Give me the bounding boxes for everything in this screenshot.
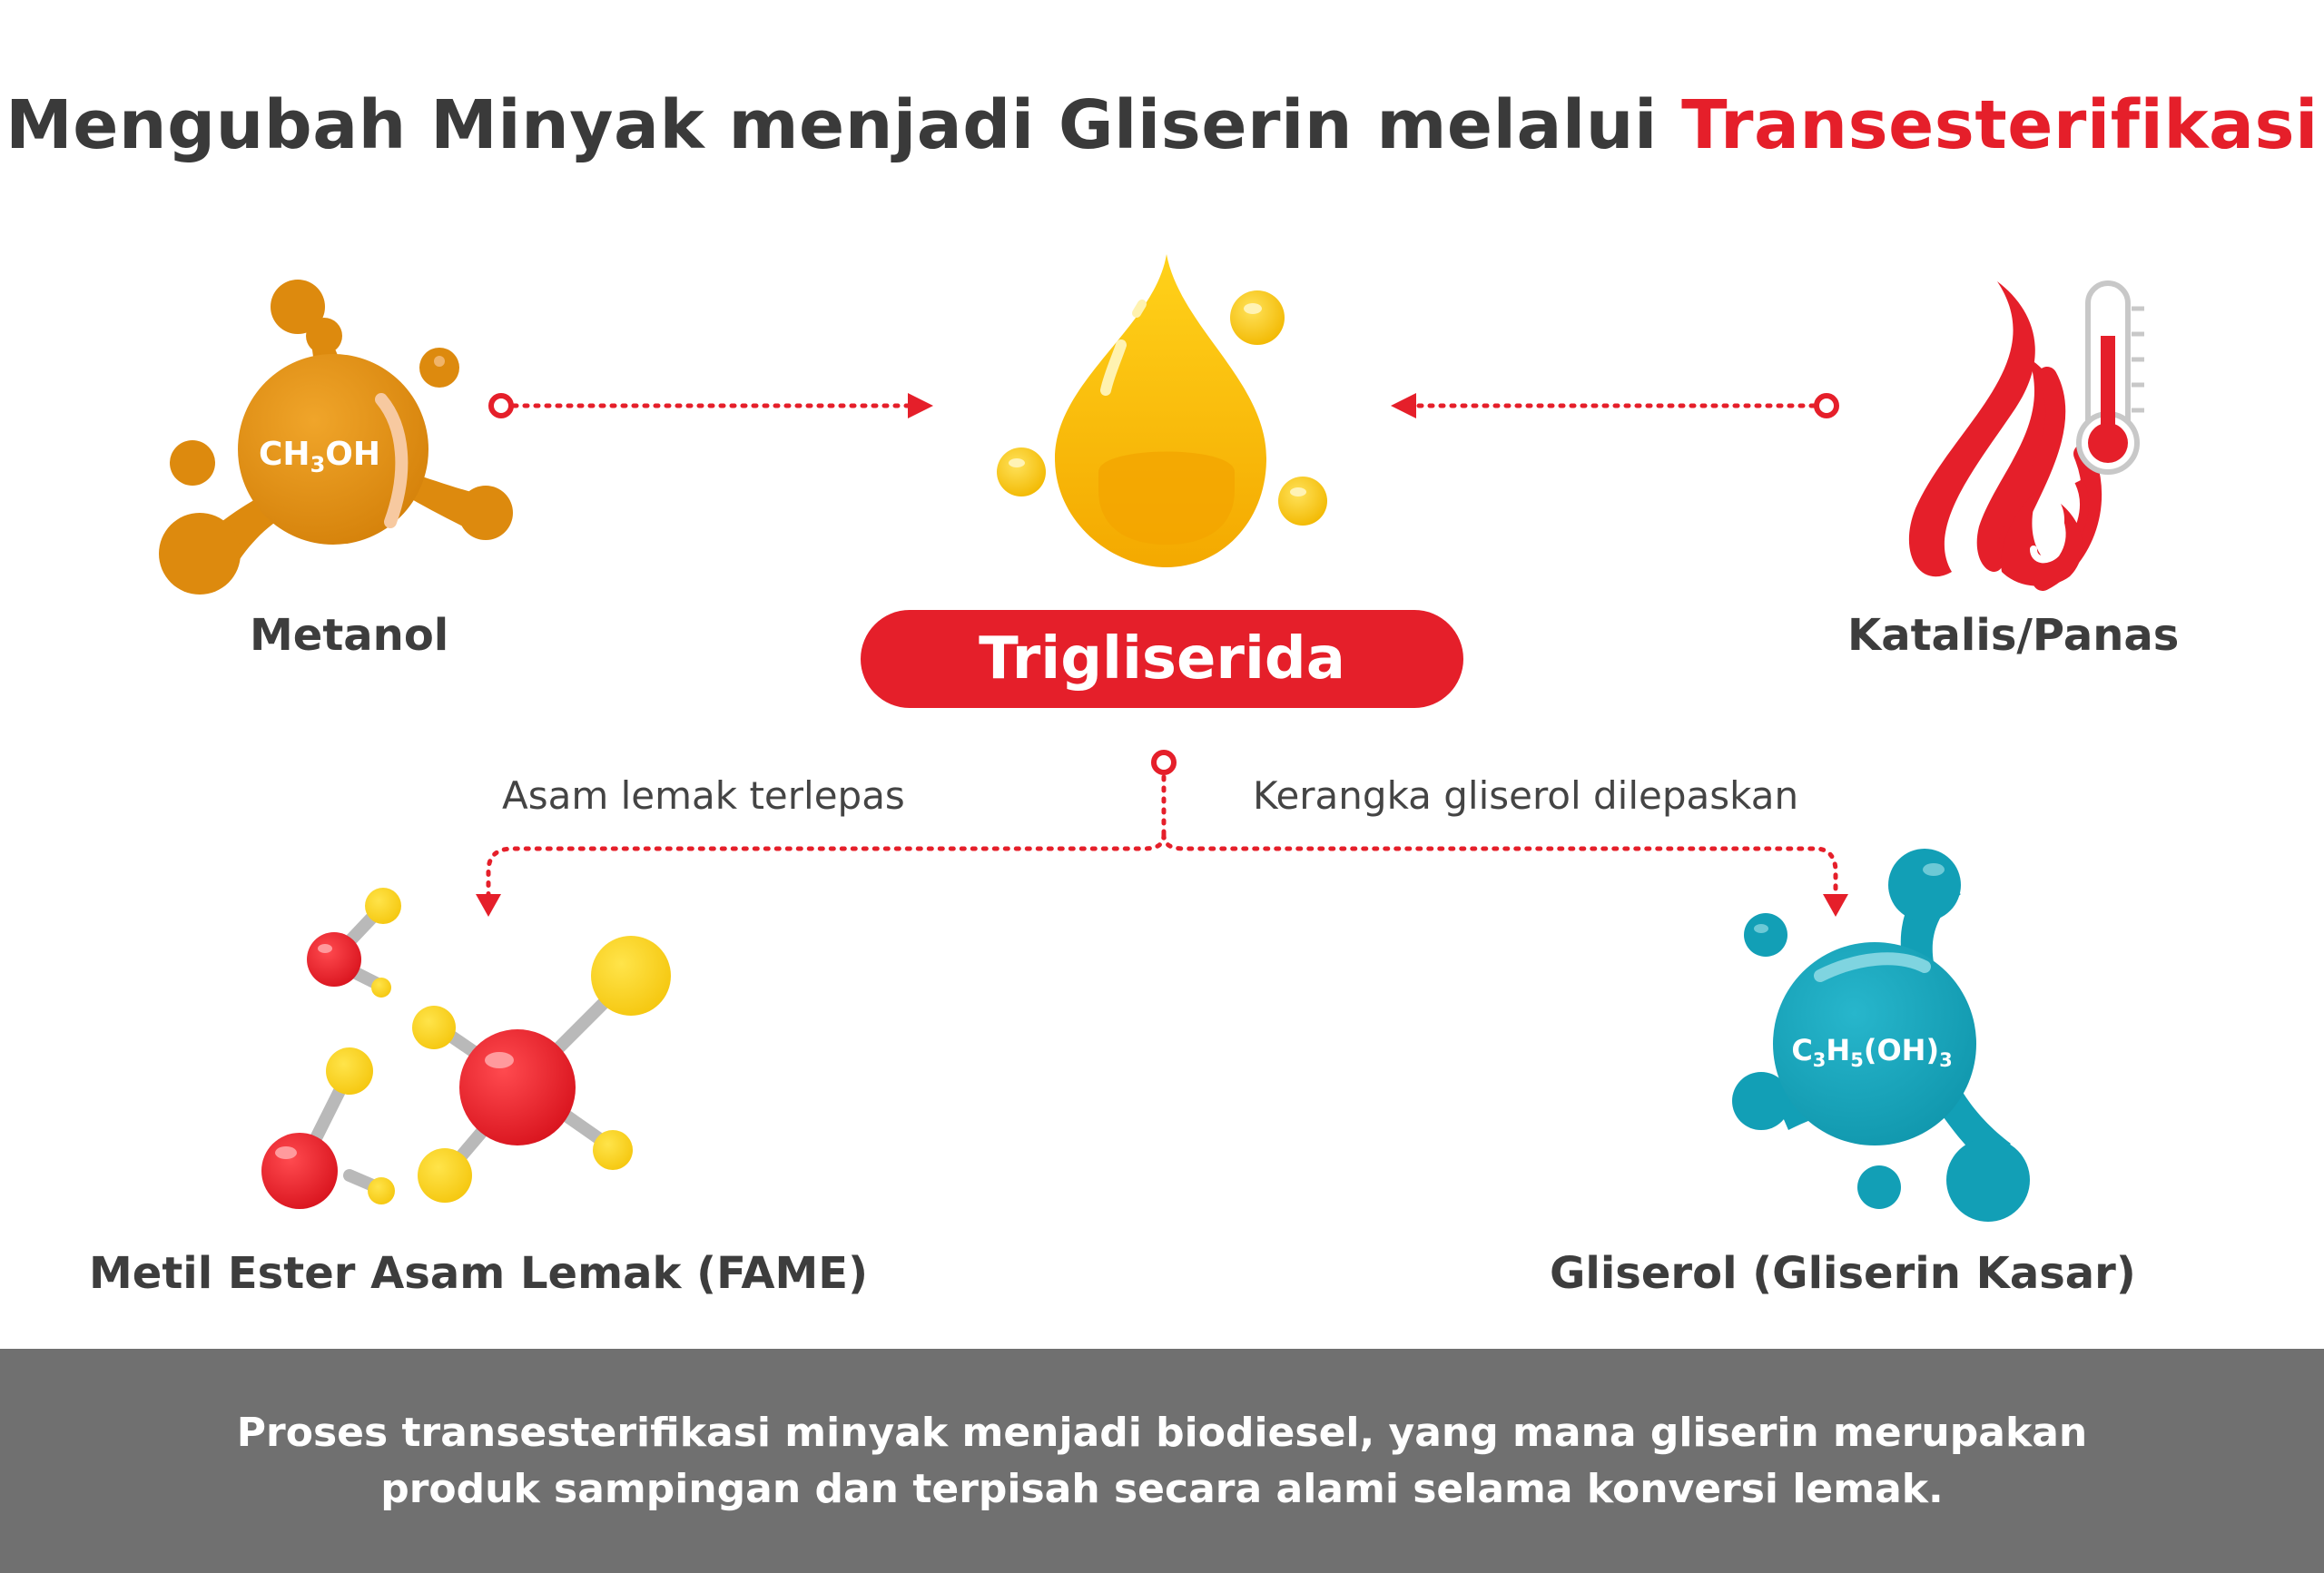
methanol-label: Metanol [250,610,449,661]
arrow-catalyst-to-triglyceride [1391,393,1839,418]
left-branch-label: Asam lemak terlepas [502,773,905,818]
oil-drop-icon [997,254,1327,567]
fame-label: Metil Ester Asam Lemak (FAME) [89,1248,868,1299]
glycerol-molecule-icon: C3H5(OH)3 [1732,849,2030,1222]
thermometer-icon [2076,280,2144,475]
page-title: Mengubah Minyak menjadi Gliserin melalui… [0,86,2324,164]
flame-icon [1908,281,2102,591]
fame-molecule-icon [261,888,671,1209]
footer-line-1: Proses transesterifikasi minyak menjadi … [236,1409,2088,1456]
catalyst-label: Katalis/Panas [1847,610,2180,661]
arrow-methanol-to-triglyceride [488,393,933,418]
branch-arrows [476,750,1848,917]
methanol-formula: CH3OH [259,436,380,477]
triglyceride-label: Trigliserida [861,610,1463,708]
title-main: Mengubah Minyak menjadi Gliserin melalui [5,86,1682,164]
footer-line-2: produk sampingan dan terpisah secara ala… [380,1465,1944,1512]
footer-caption: Proses transesterifikasi minyak menjadi … [0,1349,2324,1573]
right-branch-label: Kerangka gliserol dilepaskan [1253,773,1799,818]
glycerol-formula: C3H5(OH)3 [1791,1033,1952,1071]
title-accent: Transesterifikasi [1681,86,2319,164]
glycerol-label: Gliserol (Gliserin Kasar) [1550,1248,2136,1299]
methanol-molecule-icon: CH3OH [159,280,513,595]
